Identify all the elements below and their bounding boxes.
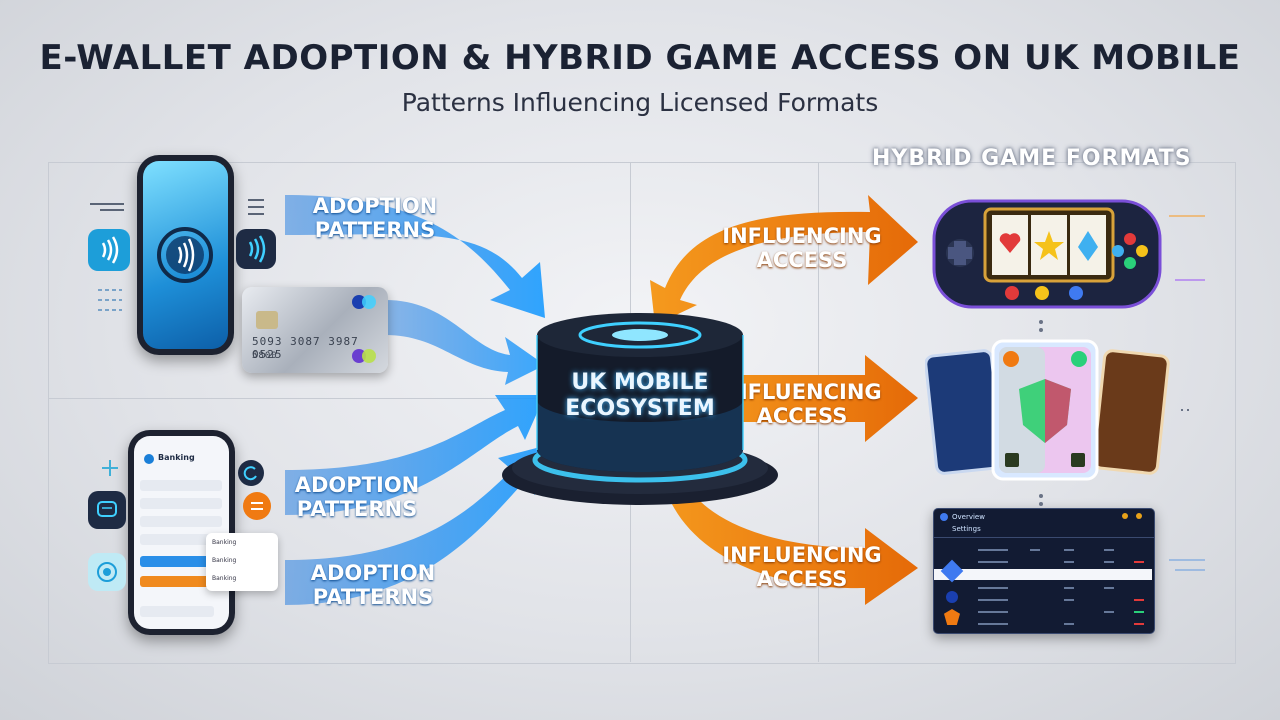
wallet-badge	[243, 492, 271, 520]
contactless-icon	[101, 236, 119, 264]
card-expiry: 5800	[252, 351, 278, 361]
target-tile	[88, 553, 126, 591]
list-item[interactable]	[140, 516, 222, 527]
chat-tile	[88, 491, 126, 529]
smartphone-nfc	[137, 155, 234, 355]
access-arrow	[650, 448, 918, 605]
speed-lines-icon	[1169, 215, 1205, 571]
contactless-tile	[236, 229, 276, 269]
rank-icon	[944, 609, 960, 625]
adoption-arrow	[285, 395, 545, 515]
payment-card: 5093 3087 3987 0525 5800	[242, 287, 388, 373]
button-icon	[1136, 245, 1148, 257]
dashboard-title: Overview	[952, 513, 985, 521]
app-logo-icon	[144, 454, 154, 464]
popup-item[interactable]: Banking	[212, 575, 237, 582]
popup-item[interactable]: Banking	[212, 539, 237, 546]
button-icon	[1112, 245, 1124, 257]
card-number: 5093 3087 3987 0525	[252, 335, 359, 361]
access-arrow	[690, 355, 918, 442]
handheld-slot-console	[932, 199, 1162, 309]
connector-dots	[1039, 320, 1043, 506]
table-row-highlight[interactable]	[934, 569, 1152, 580]
dashboard-logo-icon	[940, 513, 948, 521]
button-icon	[1124, 257, 1136, 269]
speed-lines-icon	[90, 203, 124, 211]
star-symbol	[1034, 231, 1064, 260]
list-icon	[248, 199, 264, 215]
chat-icon	[97, 501, 117, 517]
refresh-badge	[238, 460, 264, 486]
rank-icon	[946, 591, 958, 603]
list-item[interactable]	[140, 576, 234, 587]
smartphone-banking: Banking	[128, 430, 235, 635]
app-popup-menu: Banking Banking Banking	[206, 533, 278, 591]
app-title: Banking	[158, 453, 195, 462]
dash-lines-icon	[98, 289, 122, 311]
page-title: E-WALLET ADOPTION & HYBRID GAME ACCESS O…	[39, 38, 1241, 78]
grid-divider	[48, 398, 608, 399]
contactless-tile	[88, 229, 130, 271]
access-arrow	[650, 195, 918, 325]
popup-item[interactable]: Banking	[212, 557, 237, 564]
card-chip-icon	[256, 311, 278, 329]
formats-title: HYBRID GAME FORMATS	[872, 146, 1192, 171]
adoption-arrow	[285, 445, 548, 605]
adoption-arrow	[285, 195, 545, 318]
refresh-icon	[243, 466, 257, 481]
list-item[interactable]	[140, 480, 222, 491]
ecosystem-hub	[502, 313, 778, 505]
diamond-symbol	[1078, 231, 1098, 261]
contactless-icon	[157, 227, 213, 283]
adoption-arrow	[385, 300, 545, 385]
list-item[interactable]	[140, 606, 214, 617]
trading-card-format	[925, 339, 1170, 481]
diagram-frame	[48, 162, 1236, 664]
list-item[interactable]	[140, 556, 234, 567]
wallet-icon	[251, 502, 263, 510]
heart-symbol	[999, 233, 1021, 253]
button-icon	[1124, 233, 1136, 245]
list-item[interactable]	[140, 534, 222, 545]
odds-dashboard: Overview Settings	[933, 508, 1155, 634]
contactless-icon	[248, 235, 266, 263]
sparkle-icon	[102, 460, 118, 476]
list-item[interactable]	[140, 498, 222, 509]
target-icon	[97, 562, 117, 582]
dashboard-tab[interactable]: Settings	[952, 525, 981, 533]
page-subtitle: Patterns Influencing Licensed Formats	[401, 88, 879, 117]
